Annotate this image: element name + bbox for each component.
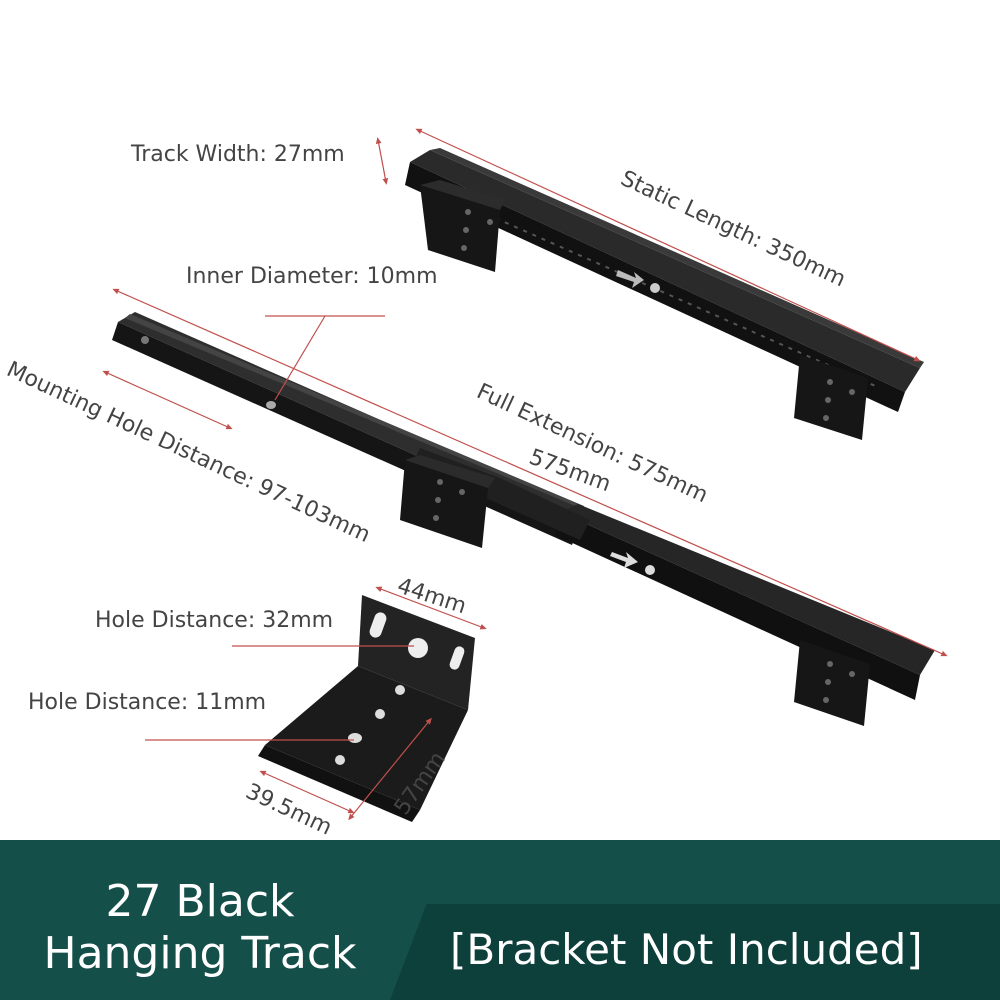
hole-distance-11-label: Hole Distance: 11mm [28, 690, 267, 715]
bracket-note: [Bracket Not Included] [450, 925, 923, 974]
product-illustration [102, 128, 948, 822]
banner-note-background [390, 904, 1000, 1000]
product-title-line-2: Hanging Track [43, 928, 357, 979]
track-width-label: Track Width: 27mm [131, 142, 345, 167]
inner-diameter-label: Inner Diameter: 10mm [186, 264, 438, 289]
product-title: 27 Black Hanging Track [0, 876, 400, 980]
product-banner: 27 Black Hanging Track [Bracket Not Incl… [0, 840, 1000, 1000]
hole-distance-32-label: Hole Distance: 32mm [95, 608, 334, 633]
product-title-line-1: 27 Black [105, 876, 295, 927]
dimension-lines [102, 128, 948, 821]
